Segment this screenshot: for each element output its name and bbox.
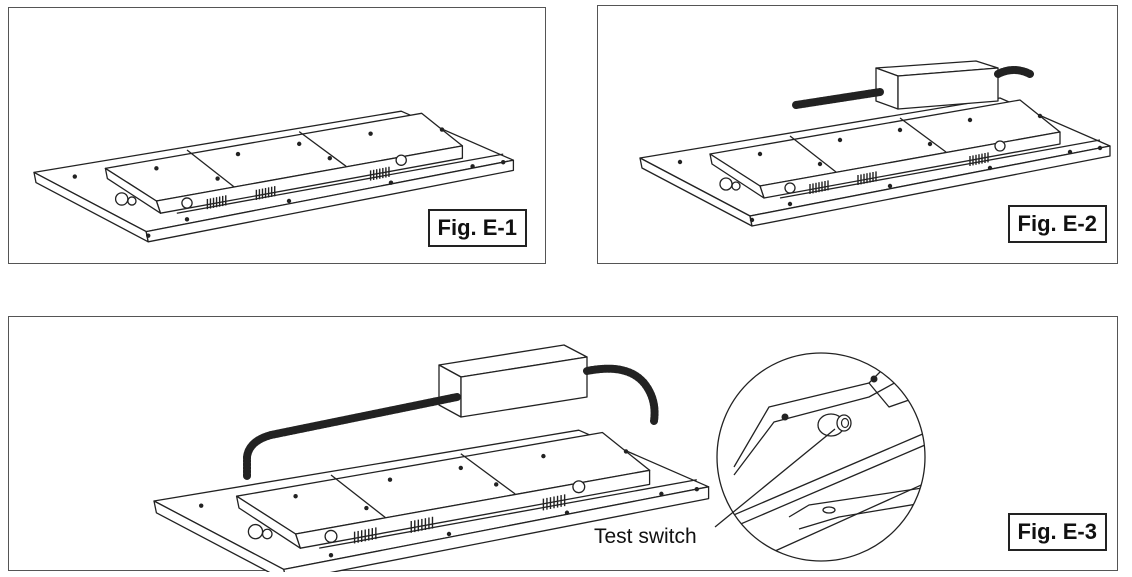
driver-cable-right	[583, 364, 659, 425]
figure-e2-label: Fig. E-2	[1007, 205, 1107, 243]
fixture-drawing-e2	[639, 60, 1111, 227]
driver-cable-left	[243, 393, 461, 481]
figure-e3-panel: Test switch Fig. E-3	[8, 316, 1118, 572]
test-switch-icon	[817, 413, 852, 437]
driver-cable-right	[994, 66, 1034, 78]
driver-box	[875, 60, 999, 110]
figure-e1-label: Fig. E-1	[427, 209, 527, 247]
detail-magnifier	[714, 352, 926, 562]
figure-e1-panel: Fig. E-1	[8, 7, 546, 264]
test-switch-callout: Test switch	[594, 525, 697, 548]
driver-box	[438, 344, 588, 418]
figure-e3-label: Fig. E-3	[1007, 513, 1107, 551]
driver-cable-left	[792, 88, 884, 109]
figure-e2-panel: Fig. E-2	[597, 5, 1118, 264]
fixture-drawing-e1	[33, 110, 515, 243]
fixture-drawing-e3	[153, 344, 926, 572]
